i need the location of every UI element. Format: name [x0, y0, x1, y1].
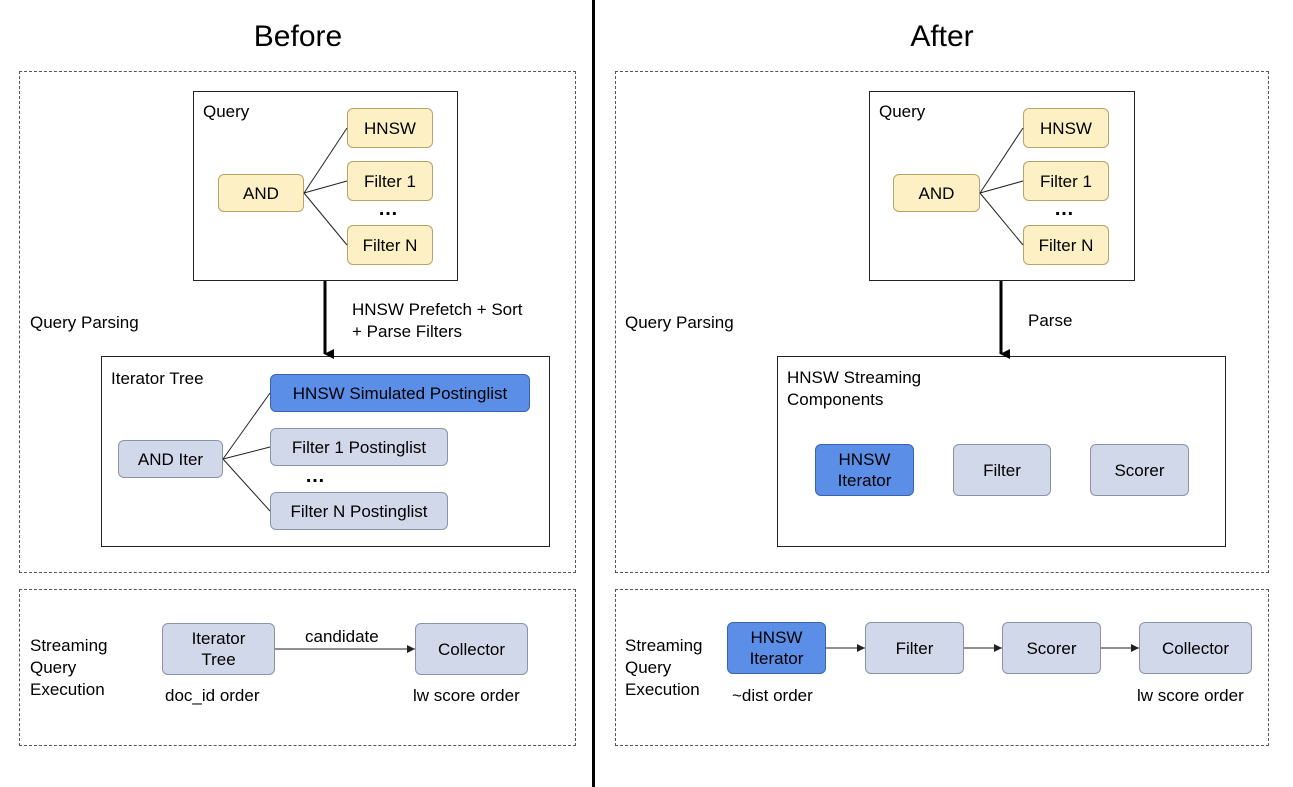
- after-hnsw-iterator-line1: HNSW: [838, 450, 891, 469]
- after-edge-and-filter1: [979, 180, 1024, 194]
- before-hnsw-postinglist-node: HNSW Simulated Postinglist: [270, 374, 530, 412]
- after-stream-filter-node: Filter: [865, 622, 964, 674]
- before-docid-order-label: doc_id order: [165, 686, 260, 705]
- after-stream-hnsw-line1: HNSW: [750, 628, 803, 647]
- after-stream-hnsw-node: HNSW Iterator: [727, 622, 826, 674]
- after-title: After: [910, 20, 974, 53]
- before-title: Before: [253, 20, 343, 53]
- before-candidate-label: candidate: [305, 627, 379, 646]
- before-query-parsing-label: Query Parsing: [30, 313, 139, 332]
- after-components-label-2: Components: [787, 390, 884, 409]
- after-edge-and-filterN: [979, 192, 1024, 246]
- before-lw-score-order-label: lw score order: [413, 686, 520, 705]
- after-scorer-component-node: Scorer: [1090, 444, 1189, 496]
- after-stream-hnsw-line2: Iterator: [749, 649, 804, 668]
- before-and-iter-node: AND Iter: [118, 440, 223, 478]
- after-filterN-node: Filter N: [1023, 225, 1109, 265]
- before-edge-iter-filterN: [222, 458, 271, 512]
- before-query-ellipsis: …: [378, 198, 399, 220]
- before-filterN-postinglist-node: Filter N Postinglist: [270, 492, 448, 530]
- before-hnsw-node: HNSW: [347, 108, 433, 148]
- before-filterN-node: Filter N: [347, 225, 433, 265]
- before-edge-and-filter1: [303, 180, 348, 194]
- after-dist-order-label: ~dist order: [732, 686, 813, 705]
- after-arrow-label: Parse: [1028, 311, 1073, 330]
- after-query-ellipsis: …: [1054, 198, 1075, 220]
- after-edge-and-hnsw: [979, 127, 1024, 194]
- after-and-node: AND: [893, 174, 980, 212]
- after-lw-score-order-label: lw score order: [1137, 686, 1244, 705]
- before-stream-iterator-tree-node: Iterator Tree: [162, 623, 275, 675]
- before-arrow-label-2: + Parse Filters: [352, 322, 463, 341]
- after-query-parsing-label: Query Parsing: [625, 313, 734, 332]
- after-streaming-label-2: Query: [625, 658, 672, 677]
- before-collector-node: Collector: [415, 623, 528, 675]
- before-streaming-label-3: Execution: [30, 680, 105, 699]
- before-streaming-label-1: Streaming: [30, 636, 108, 655]
- before-streaming-panel: [19, 589, 576, 746]
- after-filter-component-node: Filter: [953, 444, 1051, 496]
- after-hnsw-iterator-line2: Iterator: [837, 471, 892, 490]
- before-stream-iterator-tree-line1: Iterator: [191, 629, 246, 648]
- before-filter1-postinglist-node: Filter 1 Postinglist: [270, 428, 448, 466]
- before-edge-iter-filter1: [222, 446, 271, 460]
- center-divider: [592, 0, 595, 787]
- after-query-label: Query: [879, 102, 926, 121]
- after-streaming-label-3: Execution: [625, 680, 700, 699]
- after-hnsw-node: HNSW: [1023, 108, 1109, 148]
- before-edge-and-filterN: [303, 192, 348, 246]
- before-edge-and-hnsw: [303, 127, 348, 194]
- after-query-parsing-panel: [615, 71, 1269, 573]
- before-arrow-label-1: HNSW Prefetch + Sort: [352, 300, 523, 319]
- before-iterator-ellipsis: …: [305, 465, 326, 487]
- before-iterator-tree-label: Iterator Tree: [111, 369, 204, 388]
- after-hnsw-iterator-node: HNSW Iterator: [815, 444, 914, 496]
- before-edge-iter-hnsw: [222, 392, 271, 460]
- after-streaming-label-1: Streaming: [625, 636, 703, 655]
- after-stream-scorer-node: Scorer: [1002, 622, 1101, 674]
- after-streaming-panel: [615, 589, 1269, 746]
- before-and-node: AND: [218, 174, 304, 212]
- before-streaming-label-2: Query: [30, 658, 77, 677]
- after-filter1-node: Filter 1: [1023, 161, 1109, 201]
- before-query-label: Query: [203, 102, 250, 121]
- before-filter1-node: Filter 1: [347, 161, 433, 201]
- before-stream-iterator-tree-line2: Tree: [201, 650, 236, 669]
- after-stream-collector-node: Collector: [1139, 622, 1252, 674]
- before-query-parsing-panel: [19, 71, 576, 573]
- after-components-label-1: HNSW Streaming: [787, 368, 922, 387]
